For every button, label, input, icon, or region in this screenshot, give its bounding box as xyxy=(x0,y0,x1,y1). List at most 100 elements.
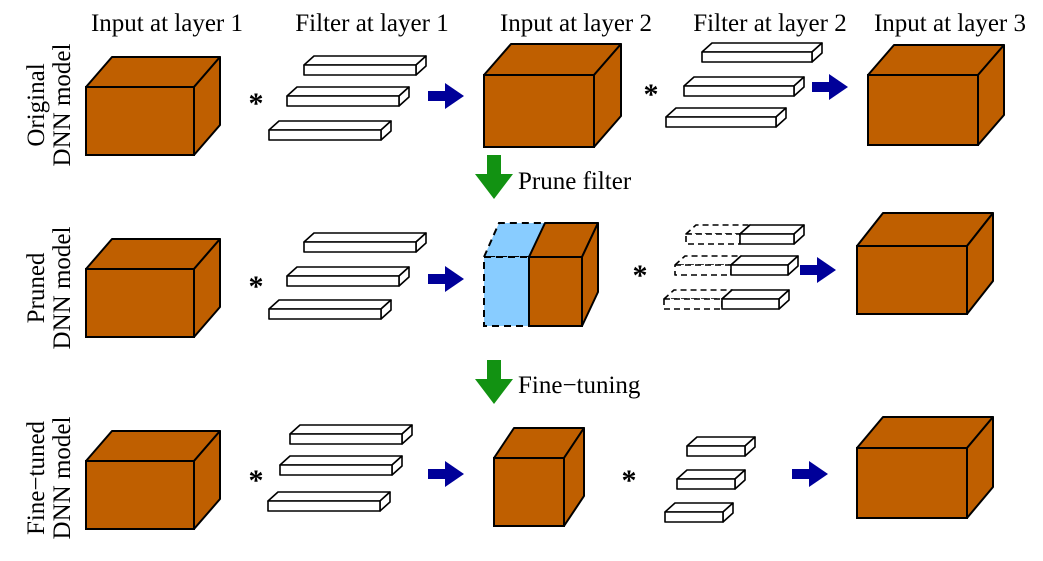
cube-row2-input-layer3-front-face xyxy=(856,245,968,315)
filter-row3-layer2-c xyxy=(664,502,734,523)
filter-row1-layer2-b-front xyxy=(683,85,795,97)
arrow-prune-filter xyxy=(475,155,513,199)
filter-row3-layer1-a xyxy=(289,424,413,445)
filter-row1-layer2-c-top xyxy=(665,107,787,118)
cube-row2-pruned-channels xyxy=(482,222,548,327)
filter-row3-layer1-c-top xyxy=(267,491,391,502)
filter-row2-layer1-c-top xyxy=(268,299,392,310)
filter-row3-layer1-c xyxy=(267,491,391,512)
row-label-pruned: Pruned DNN model xyxy=(23,226,76,349)
filter-row2-layer2-b-top xyxy=(730,255,799,266)
filter-row2-layer2-a-pruned-front xyxy=(685,233,741,245)
column-header-input-layer-2: Input at layer 2 xyxy=(500,10,652,37)
row-label-finetuned: Fine−tuned DNN model xyxy=(23,416,76,539)
cube-row1-input-layer1-front-face xyxy=(85,86,195,156)
filter-row3-layer2-c-top xyxy=(664,502,734,513)
filter-row2-layer2-a-front xyxy=(739,233,795,245)
filter-row3-layer2-c-front xyxy=(664,511,724,523)
filter-row2-layer2-c-front xyxy=(721,298,780,310)
filter-row2-layer2-b xyxy=(730,255,799,276)
filter-row2-layer2-b-front xyxy=(730,264,789,276)
filter-row2-layer2-c-top xyxy=(721,289,790,300)
filter-row1-layer1-a-front xyxy=(303,64,417,76)
pruned-front-face xyxy=(483,256,530,327)
filter-row2-layer1-b-top xyxy=(286,266,410,277)
filter-row3-layer1-b xyxy=(279,455,403,476)
filter-row1-layer2-a-top xyxy=(701,42,823,53)
convolution-operator-row3-layer2: * xyxy=(622,464,637,497)
arrow-row1-1 xyxy=(428,83,464,109)
convolution-operator-row3-layer1: * xyxy=(249,464,264,497)
cube-row1-input-layer3-front-face xyxy=(867,74,979,146)
cube-row1-input-layer3 xyxy=(867,44,1005,146)
filter-row3-layer1-c-front xyxy=(267,500,381,512)
cube-row2-input-layer1-front-face xyxy=(85,268,195,338)
filter-row2-layer2-c xyxy=(721,289,790,310)
convolution-operator-row1-layer2: * xyxy=(644,78,659,111)
filter-row3-layer1-a-front xyxy=(289,433,403,445)
arrow-row2-2 xyxy=(800,257,836,283)
filter-row2-layer1-c-front xyxy=(268,308,382,320)
convolution-operator-row1-layer1: * xyxy=(249,87,264,120)
cube-row3-input-layer1 xyxy=(85,430,221,530)
filter-row2-layer2-a-pruned-top xyxy=(685,224,751,235)
filter-row1-layer1-b-front xyxy=(286,95,400,107)
filter-row1-layer2-a xyxy=(701,42,823,63)
row-label-original: Original DNN model xyxy=(23,43,76,166)
cube-row3-input-layer3-front-face xyxy=(856,447,968,519)
filter-row1-layer2-b xyxy=(683,76,805,97)
filter-row3-layer1-b-top xyxy=(279,455,403,466)
filter-row1-layer2-a-front xyxy=(701,51,813,63)
filter-row2-layer2-b-pruned-top xyxy=(674,255,742,266)
convolution-operator-row2-layer1: * xyxy=(249,270,264,303)
filter-row1-layer1-b xyxy=(286,86,410,107)
column-header-filter-layer-1: Filter at layer 1 xyxy=(295,10,448,37)
column-header-input-layer-1: Input at layer 1 xyxy=(91,10,243,37)
filter-row1-layer1-b-top xyxy=(286,86,410,97)
diagram-shapes xyxy=(85,42,1005,530)
arrow-row3-1 xyxy=(428,461,464,487)
filter-row1-layer2-b-top xyxy=(683,76,805,87)
cube-row2-input-layer1 xyxy=(85,238,221,338)
filter-row2-layer2-a xyxy=(739,224,805,245)
row-label-original-line1: Original xyxy=(23,63,50,146)
filter-row3-layer2-a-top xyxy=(686,436,756,447)
filter-row1-layer1-c-front xyxy=(268,129,382,141)
step-label-fine-tuning: Fine−tuning xyxy=(518,372,641,399)
arrow-row1-2 xyxy=(812,74,848,100)
filter-row1-layer2-c-front xyxy=(665,116,777,128)
filter-row2-layer1-c xyxy=(268,299,392,320)
filter-row3-layer2-b xyxy=(676,469,746,490)
filter-row1-layer1-a-top xyxy=(303,55,427,66)
arrow-fine-tuning xyxy=(475,360,513,404)
column-header-filter-layer-2: Filter at layer 2 xyxy=(693,10,846,37)
filter-row3-layer2-b-top xyxy=(676,469,746,480)
cube-row2-input-layer3 xyxy=(856,212,994,315)
cube-row1-input-layer2 xyxy=(483,43,622,148)
filter-row3-layer1-b-front xyxy=(279,464,393,476)
row-label-original-line2: DNN model xyxy=(49,43,76,166)
filter-row3-layer1-a-top xyxy=(289,424,413,435)
filter-row2-layer2-c-pruned-front xyxy=(663,298,723,310)
filter-row2-layer1-b-front xyxy=(286,275,400,287)
filter-row2-layer1-a-front xyxy=(303,241,417,253)
filter-row1-layer1-c-top xyxy=(268,120,392,131)
filter-row3-layer2-b-front xyxy=(676,478,736,490)
filter-row3-layer2-a xyxy=(686,436,756,457)
column-header-input-layer-3: Input at layer 3 xyxy=(874,10,1026,37)
cube-row3-input-layer3 xyxy=(856,416,994,519)
filter-row2-layer1-a-top xyxy=(303,232,427,243)
row-label-pruned-line2: DNN model xyxy=(49,226,76,349)
filter-row2-layer1-b xyxy=(286,266,410,287)
filter-row2-layer2-c-pruned-top xyxy=(663,289,733,300)
filter-row2-layer1-a xyxy=(303,232,427,253)
cube-row3-input-layer2-front-face xyxy=(493,457,565,527)
cube-row1-input-layer2-front-face xyxy=(483,74,595,148)
cube-row3-input-layer2 xyxy=(493,427,585,527)
filter-row2-layer2-b-pruned-front xyxy=(674,264,732,276)
row-label-pruned-line1: Pruned xyxy=(23,252,50,323)
cube-row3-input-layer1-front-face xyxy=(85,460,195,530)
filter-row1-layer1-c xyxy=(268,120,392,141)
arrow-row2-1 xyxy=(428,266,464,292)
arrow-row3-2 xyxy=(792,461,828,487)
